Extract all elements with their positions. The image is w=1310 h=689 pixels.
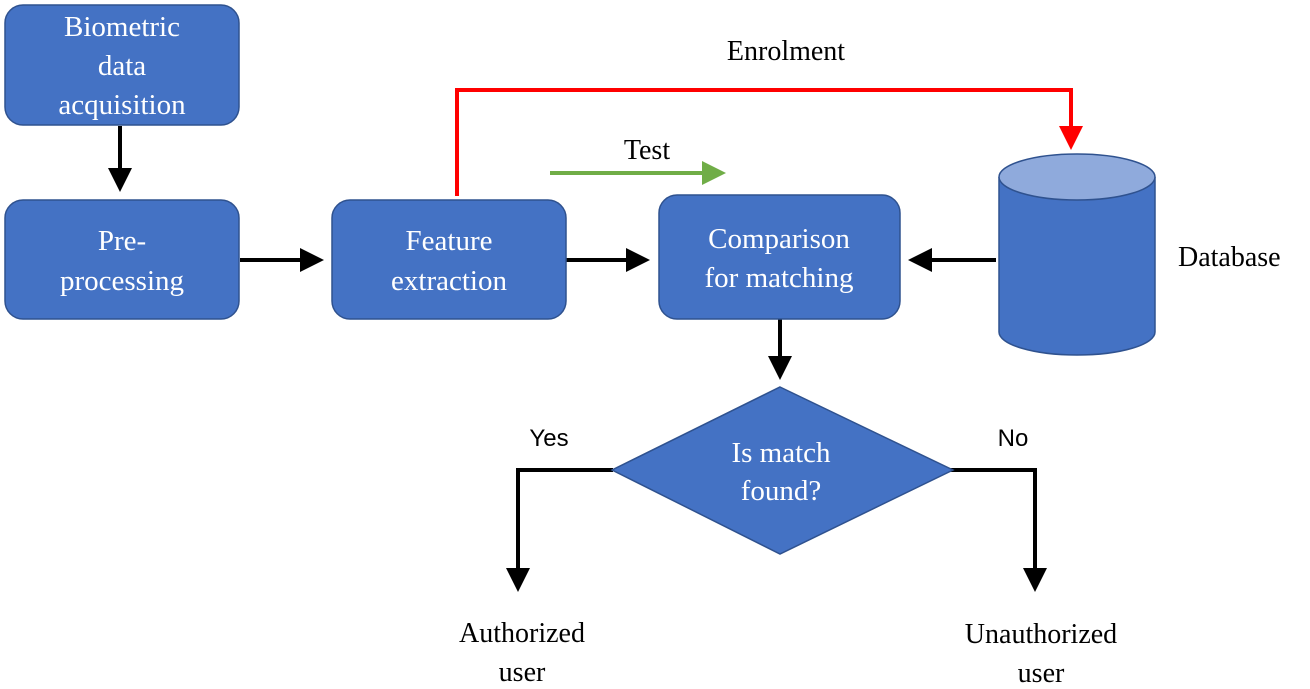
enrolment-label: Enrolment bbox=[727, 36, 845, 67]
decision-line1: Is match bbox=[731, 437, 831, 469]
preprocessing-node: Pre- processing bbox=[4, 199, 240, 320]
database-label: Database bbox=[1178, 242, 1281, 273]
arrow-yes-to-authorized bbox=[506, 468, 613, 592]
arrow-no-to-unauthorized bbox=[949, 468, 1047, 592]
comparison-node: Comparison for matching bbox=[658, 194, 901, 320]
authorized-line2: user bbox=[499, 657, 546, 688]
preprocessing-line1: Pre- bbox=[98, 225, 146, 257]
enrolment-arrow bbox=[455, 88, 1083, 196]
database-cylinder-icon bbox=[998, 153, 1156, 356]
comparison-line1: Comparison bbox=[708, 223, 850, 255]
feature-node: Feature extraction bbox=[331, 199, 567, 320]
comparison-line2: for matching bbox=[705, 262, 854, 294]
yes-label: Yes bbox=[529, 425, 568, 452]
unauthorized-line2: user bbox=[1018, 658, 1065, 689]
test-label: Test bbox=[624, 135, 670, 166]
feature-line2: extraction bbox=[391, 265, 507, 297]
acquisition-line2: data bbox=[98, 50, 146, 82]
acquisition-line3: acquisition bbox=[58, 89, 186, 121]
preprocessing-line2: processing bbox=[60, 265, 184, 297]
unauthorized-line1: Unauthorized bbox=[965, 619, 1117, 650]
authorized-line1: Authorized bbox=[459, 618, 585, 649]
acquisition-line1: Biometric bbox=[64, 11, 180, 43]
decision-node: Is match found? bbox=[610, 386, 955, 555]
no-label: No bbox=[998, 425, 1029, 452]
decision-line2: found? bbox=[741, 475, 822, 507]
acquisition-node: Biometric data acquisition bbox=[4, 4, 240, 126]
feature-line1: Feature bbox=[406, 225, 493, 257]
